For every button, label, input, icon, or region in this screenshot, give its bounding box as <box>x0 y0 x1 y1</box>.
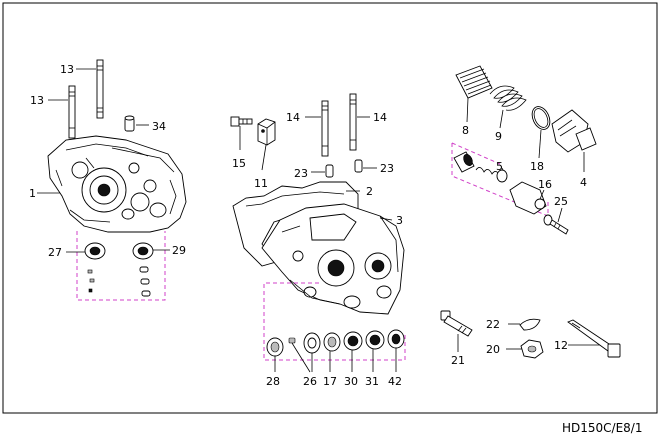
callout-26: 26 <box>303 375 317 388</box>
centre-crankcase-group <box>230 93 406 373</box>
callout-5: 5 <box>496 160 503 173</box>
callout-14b: 14 <box>373 111 387 124</box>
sleeve-6 <box>453 151 475 173</box>
bolt-12 <box>567 319 621 358</box>
left-bearing-group-box <box>76 231 166 301</box>
o-ring-5 <box>496 169 508 183</box>
bolt-15 <box>230 116 253 127</box>
pin-26 <box>288 337 296 344</box>
bearing-26 <box>323 332 341 352</box>
o-ring-18 <box>531 106 551 130</box>
callout-30: 30 <box>344 375 358 388</box>
bearing-28 <box>266 337 284 357</box>
dowel-23-left <box>325 164 334 178</box>
bearing-17 <box>303 332 321 354</box>
bearing-30 <box>343 331 363 351</box>
callout-11: 11 <box>254 177 268 190</box>
crankcase-left <box>47 135 187 233</box>
crankcase-right <box>261 203 405 315</box>
bearing-31 <box>365 330 385 350</box>
nut-20 <box>520 339 544 359</box>
right-valve-group-box <box>451 143 549 217</box>
bolt-25 <box>549 219 569 235</box>
callout-21: 21 <box>451 354 465 367</box>
callout-labels: 13 13 34 1 27 29 15 11 14 14 23 23 2 3 2… <box>29 63 587 388</box>
callout-1: 1 <box>29 187 36 200</box>
stud-13-long <box>96 59 104 119</box>
callout-3: 3 <box>396 214 403 227</box>
stud-14-right <box>349 93 357 151</box>
stud-14-left <box>321 100 329 157</box>
bearing-27 <box>84 242 106 260</box>
small-pins-left <box>87 266 151 297</box>
callout-4: 4 <box>580 176 587 189</box>
callout-9: 9 <box>495 130 502 143</box>
callout-8: 8 <box>462 124 469 137</box>
bolt-21 <box>440 310 473 337</box>
centre-bearing-group-box <box>263 282 406 361</box>
bearing-29 <box>132 242 154 260</box>
callout-42: 42 <box>388 375 402 388</box>
callout-29: 29 <box>172 244 186 257</box>
callout-17: 17 <box>323 375 337 388</box>
callout-2: 2 <box>366 185 373 198</box>
callout-20: 20 <box>486 343 500 356</box>
callout-15: 15 <box>232 157 246 170</box>
right-filter-group <box>440 65 621 359</box>
dowel-23-right <box>354 159 363 173</box>
callout-14a: 14 <box>286 111 300 124</box>
callout-12: 12 <box>554 339 568 352</box>
left-crankcase-group <box>37 59 187 301</box>
callout-22: 22 <box>486 318 500 331</box>
callout-31: 31 <box>365 375 379 388</box>
callout-34: 34 <box>152 120 166 133</box>
spring-9 <box>489 85 527 111</box>
filter-screen-8 <box>455 65 493 99</box>
callout-16: 16 <box>538 178 552 191</box>
callout-13a: 13 <box>60 63 74 76</box>
callout-23a: 23 <box>294 167 308 180</box>
diagram-code: HD150C/E8/1 <box>562 421 642 435</box>
callout-28: 28 <box>266 375 280 388</box>
diagram-frame <box>2 2 658 414</box>
cap-11 <box>257 118 276 146</box>
dowel-34 <box>124 115 135 132</box>
bearing-42 <box>387 329 405 349</box>
spring-small <box>475 167 501 177</box>
callout-13b: 13 <box>30 94 44 107</box>
callout-23b: 23 <box>380 162 394 175</box>
clip-22 <box>519 318 541 331</box>
plug-4 <box>551 109 597 153</box>
callout-18: 18 <box>530 160 544 173</box>
valve-body-16 <box>509 181 547 215</box>
stud-13-short <box>68 85 76 139</box>
callout-27: 27 <box>48 246 62 259</box>
callout-25: 25 <box>554 195 568 208</box>
